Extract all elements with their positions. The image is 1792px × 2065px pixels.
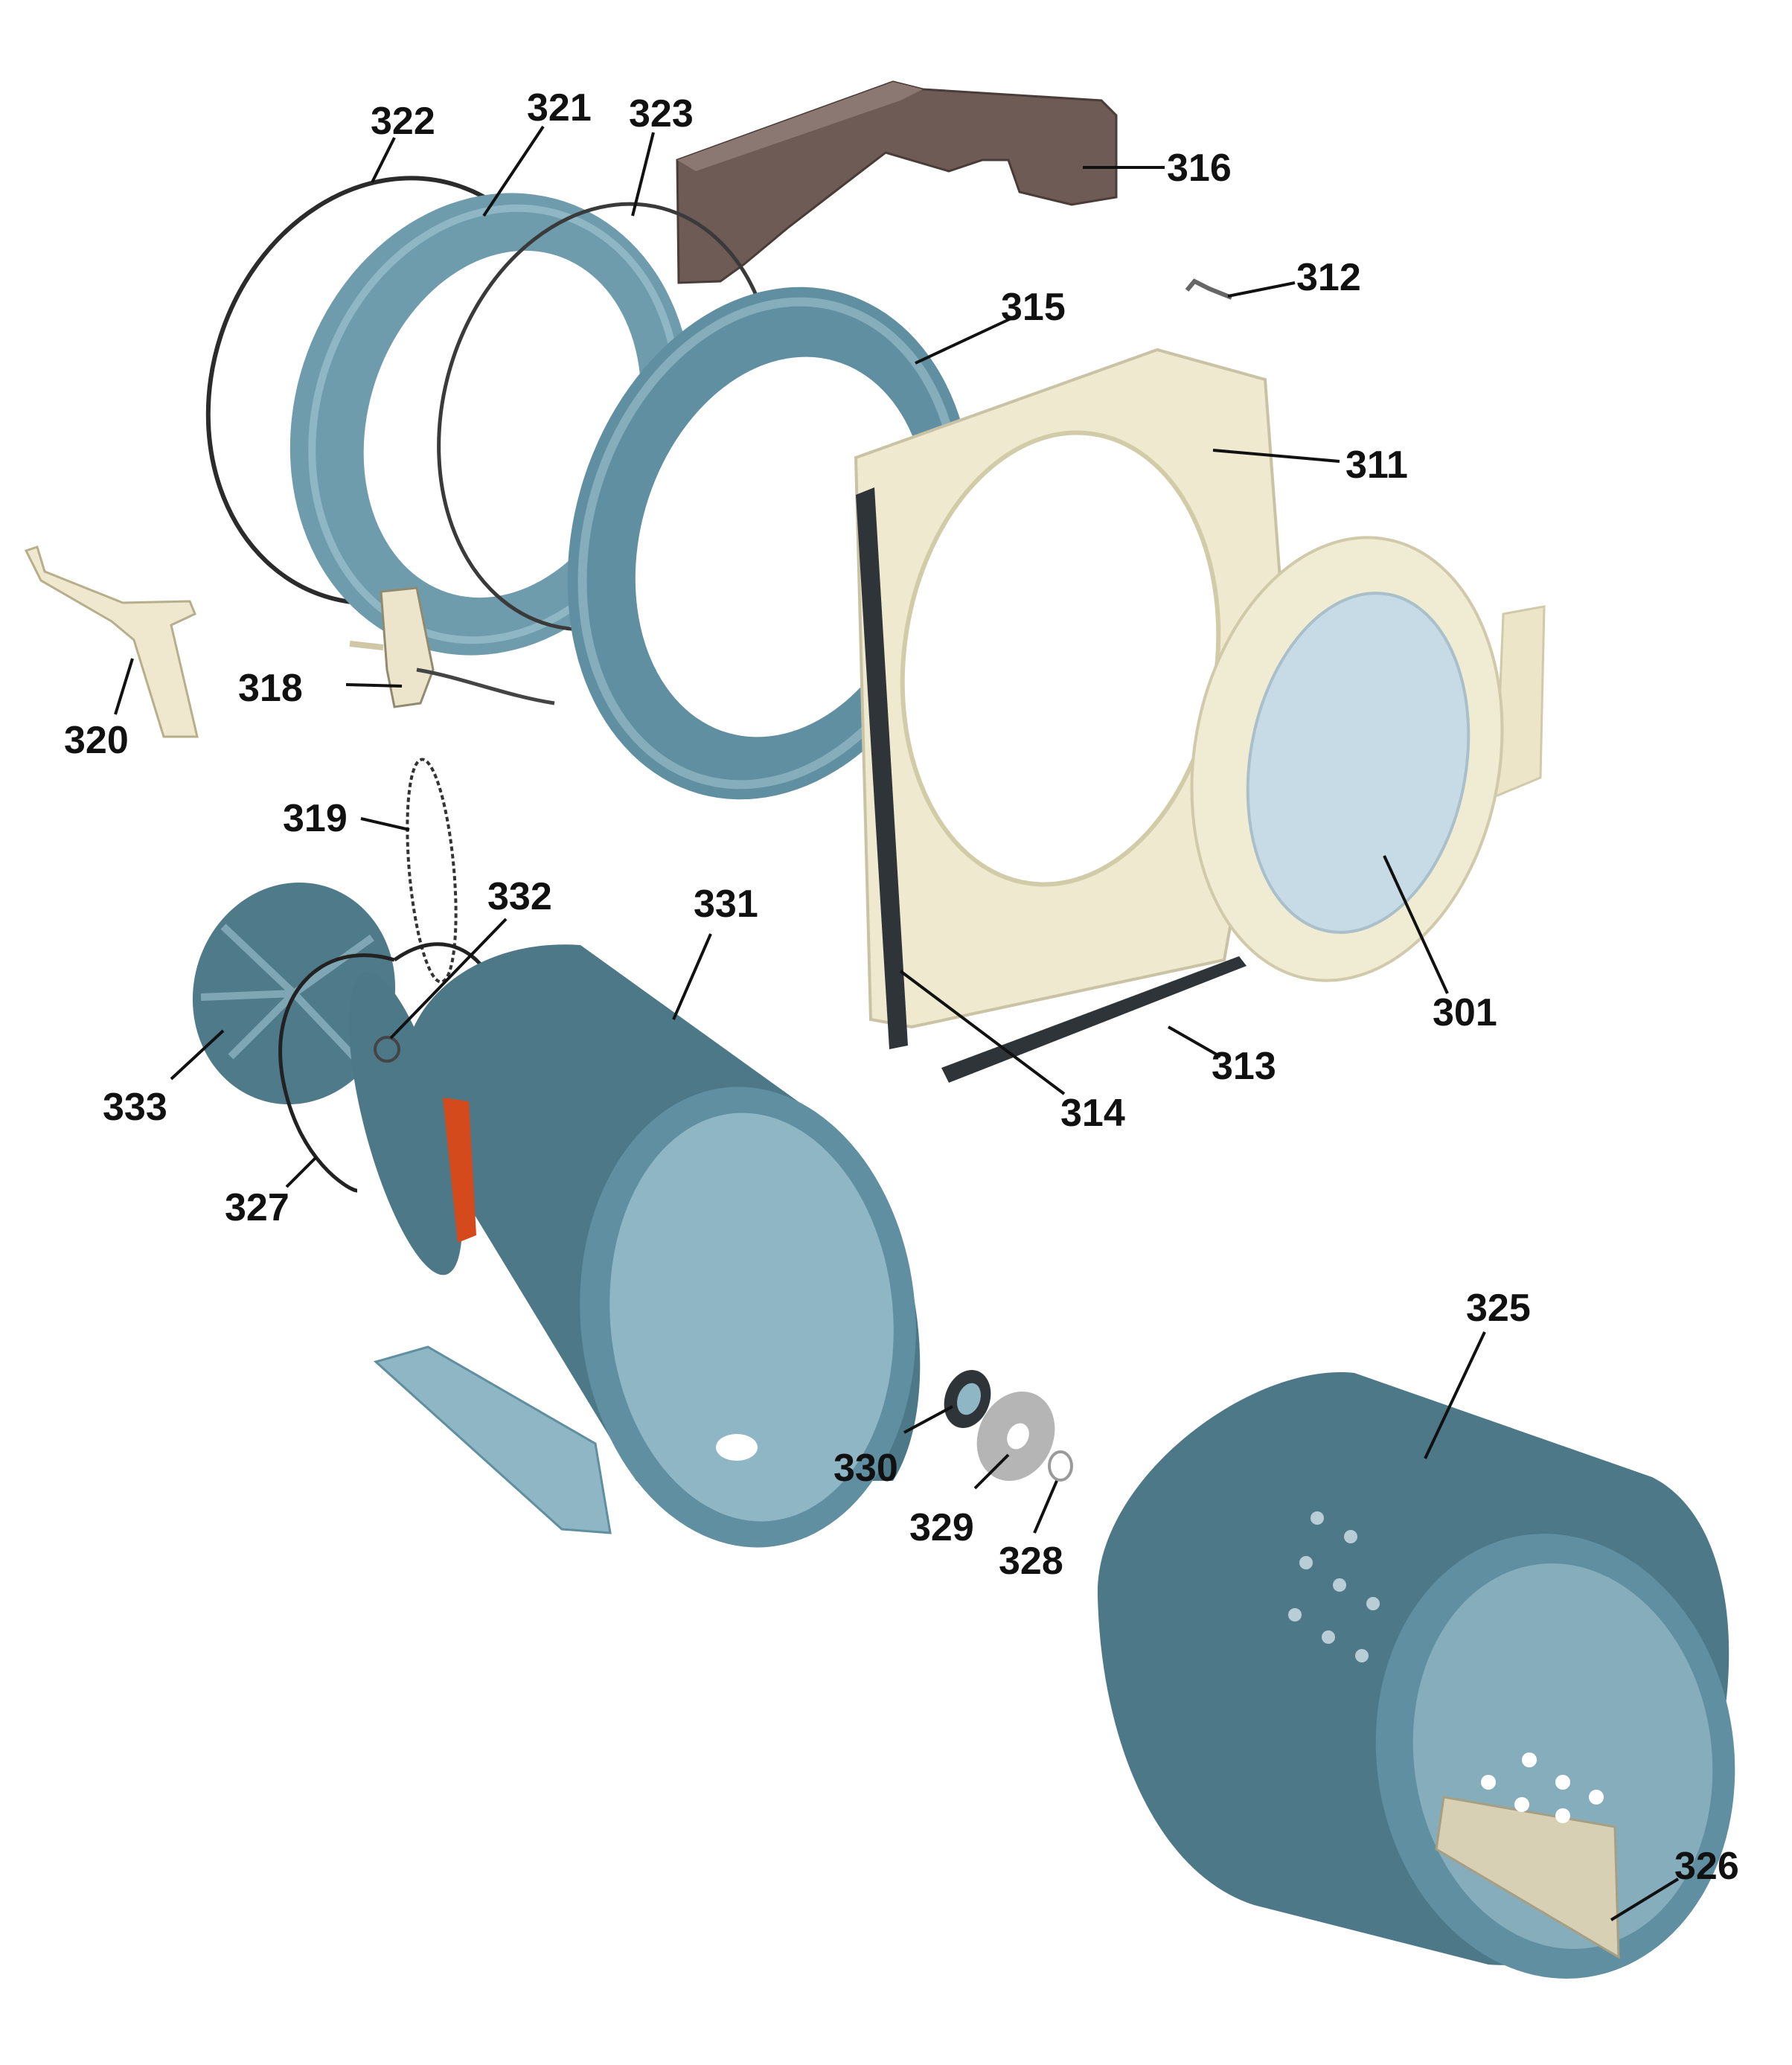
label-325: 325	[1466, 1287, 1531, 1330]
heater-element	[443, 1098, 476, 1243]
label-316: 316	[1167, 147, 1232, 190]
label-320: 320	[64, 719, 129, 762]
part-325-inner-drum	[1097, 1372, 1735, 1979]
label-315: 315	[1001, 286, 1066, 329]
label-311: 311	[1345, 444, 1408, 487]
label-328: 328	[999, 1540, 1063, 1583]
part-301-door	[1190, 536, 1546, 982]
label-329: 329	[909, 1506, 974, 1549]
label-313: 313	[1212, 1045, 1276, 1088]
part-332-sensor	[374, 1036, 400, 1063]
label-301: 301	[1433, 991, 1497, 1034]
label-318: 318	[238, 667, 303, 710]
label-330: 330	[833, 1447, 898, 1490]
part-328-circlip	[1048, 1450, 1073, 1482]
part-329-washer	[976, 1391, 1055, 1482]
leader-lines	[114, 125, 1680, 1921]
label-331: 331	[694, 883, 758, 926]
drum-inner-holes	[1481, 1752, 1604, 1823]
part-316-top-bracket	[676, 80, 1118, 284]
part-labels: 316 312 315 311 322 321 323 318 320 319 …	[64, 86, 1739, 1888]
label-326: 326	[1674, 1845, 1739, 1888]
part-314-side-gasket	[856, 487, 908, 1049]
part-313-bottom-gasket	[941, 956, 1247, 1083]
label-312: 312	[1296, 256, 1361, 299]
part-311-front-panel	[854, 348, 1286, 1029]
part-312-clip	[1185, 278, 1233, 300]
label-333: 333	[103, 1086, 167, 1129]
label-321: 321	[527, 86, 592, 129]
part-330-seal	[944, 1370, 991, 1428]
drum-perforations	[1288, 1511, 1380, 1662]
label-319: 319	[283, 797, 348, 840]
label-314: 314	[1060, 1092, 1125, 1135]
part-331-rear-housing	[348, 944, 921, 1548]
part-320-bracket	[24, 545, 199, 738]
part-318-switch	[349, 586, 555, 708]
label-323: 323	[629, 92, 694, 135]
label-322: 322	[371, 100, 435, 143]
label-332: 332	[487, 875, 552, 918]
part-319-wire-loop	[406, 758, 458, 984]
label-327: 327	[225, 1186, 289, 1229]
